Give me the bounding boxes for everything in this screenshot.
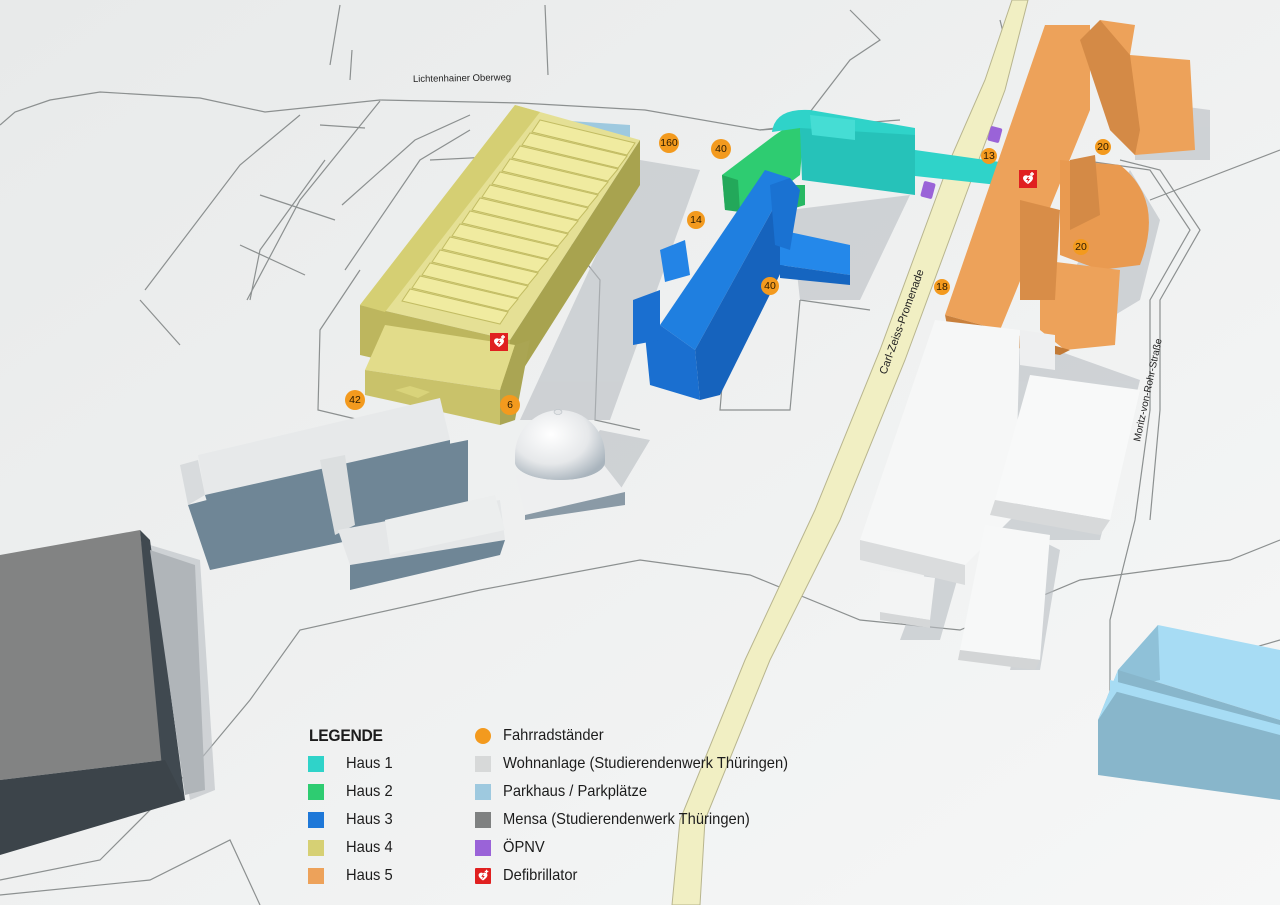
bike-rack-badge[interactable]: 18 [934,279,950,295]
bike-rack-badge[interactable]: 20 [1095,139,1111,155]
legend-item-haus-4: Haus 4 [308,837,397,859]
haus-4-swatch-icon [308,840,324,856]
mensa-swatch-icon [475,812,491,828]
legend-label: Haus 3 [346,811,393,828]
svg-text:13: 13 [983,150,995,162]
building-parkhaus[interactable] [1098,625,1280,800]
legend-label: Haus 2 [346,783,393,800]
legend-label: ÖPNV [503,839,545,856]
carl-zeiss-promenade-path[interactable] [671,0,1029,905]
svg-text:20: 20 [1075,241,1087,253]
bike-rack-badge[interactable]: 6 [500,395,520,415]
legend-item-haus-1: Haus 1 [308,753,397,775]
legend-item-fahrradstaender: Fahrradständer [475,725,612,747]
oepnv-swatch-icon [475,840,491,856]
oepnv-stop-icon[interactable] [920,181,936,200]
legend-item-haus-5: Haus 5 [308,865,397,887]
wohnanlage-swatch-icon [475,756,491,772]
svg-text:6: 6 [507,399,513,411]
building-haus-1[interactable] [772,109,1000,195]
building-wohnanlage[interactable] [860,320,1140,670]
svg-text:14: 14 [690,214,702,226]
street-label-lichtenhainer: Lichtenhainer Oberweg [413,72,511,85]
map-legend: LEGENDE Haus 1 Haus 2 Haus 3 Haus 4 Haus… [300,724,840,894]
legend-item-haus-2: Haus 2 [308,781,397,803]
legend-label: Fahrradständer [503,727,604,744]
haus-1-swatch-icon [308,756,324,772]
defibrillator-icon [475,868,491,884]
svg-text:40: 40 [715,143,727,155]
legend-label: Defibrillator [503,867,578,884]
building-haus-4[interactable] [360,105,640,425]
haus-2-swatch-icon [308,784,324,800]
legend-label: Haus 5 [346,867,393,884]
legend-label: Haus 4 [346,839,393,856]
defibrillator-marker[interactable] [1019,170,1037,188]
svg-text:20: 20 [1097,141,1109,153]
legend-title: LEGENDE [309,726,383,745]
bike-rack-badge[interactable]: 40 [761,277,779,295]
oepnv-stops[interactable] [920,126,1003,200]
building-mensa[interactable] [0,530,205,855]
defibrillator-marker[interactable] [490,333,508,351]
parkhaus-swatch-icon [475,784,491,800]
bike-rack-badge[interactable]: 42 [345,390,365,410]
bike-rack-badges: 160 40 14 40 13 18 20 20 42 6 [345,133,1111,415]
svg-text:42: 42 [349,394,361,406]
legend-item-haus-3: Haus 3 [308,809,397,831]
building-haus-3[interactable] [633,170,850,400]
svg-text:40: 40 [764,280,776,292]
legend-item-defibrillator: Defibrillator [475,865,584,887]
building-observatory-dome[interactable] [515,409,625,521]
bike-rack-dot-icon [475,728,491,744]
bike-rack-badge[interactable]: 20 [1073,239,1089,255]
building-haus-5[interactable] [945,20,1195,355]
legend-item-mensa: Mensa (Studierendenwerk Thüringen) [475,809,771,831]
bike-rack-badge[interactable]: 160 [659,133,679,153]
legend-label: Haus 1 [346,755,393,772]
bike-rack-badge[interactable]: 14 [687,211,705,229]
haus-3-swatch-icon [308,812,324,828]
legend-label: Mensa (Studierendenwerk Thüringen) [503,811,750,828]
oepnv-stop-icon[interactable] [987,126,1003,144]
legend-item-oepnv: ÖPNV [475,837,548,859]
legend-label: Parkhaus / Parkplätze [503,783,648,800]
svg-text:160: 160 [660,137,678,149]
haus-5-swatch-icon [308,868,324,884]
bike-rack-badge[interactable]: 40 [711,139,731,159]
legend-item-wohnanlage: Wohnanlage (Studierendenwerk Thüringen) [475,753,813,775]
bike-rack-badge[interactable]: 13 [981,148,997,164]
svg-text:18: 18 [936,281,948,293]
building-lecture-hall-grey[interactable] [180,398,505,590]
legend-item-parkhaus: Parkhaus / Parkplätze [475,781,660,803]
legend-label: Wohnanlage (Studierendenwerk Thüringen) [503,755,789,772]
